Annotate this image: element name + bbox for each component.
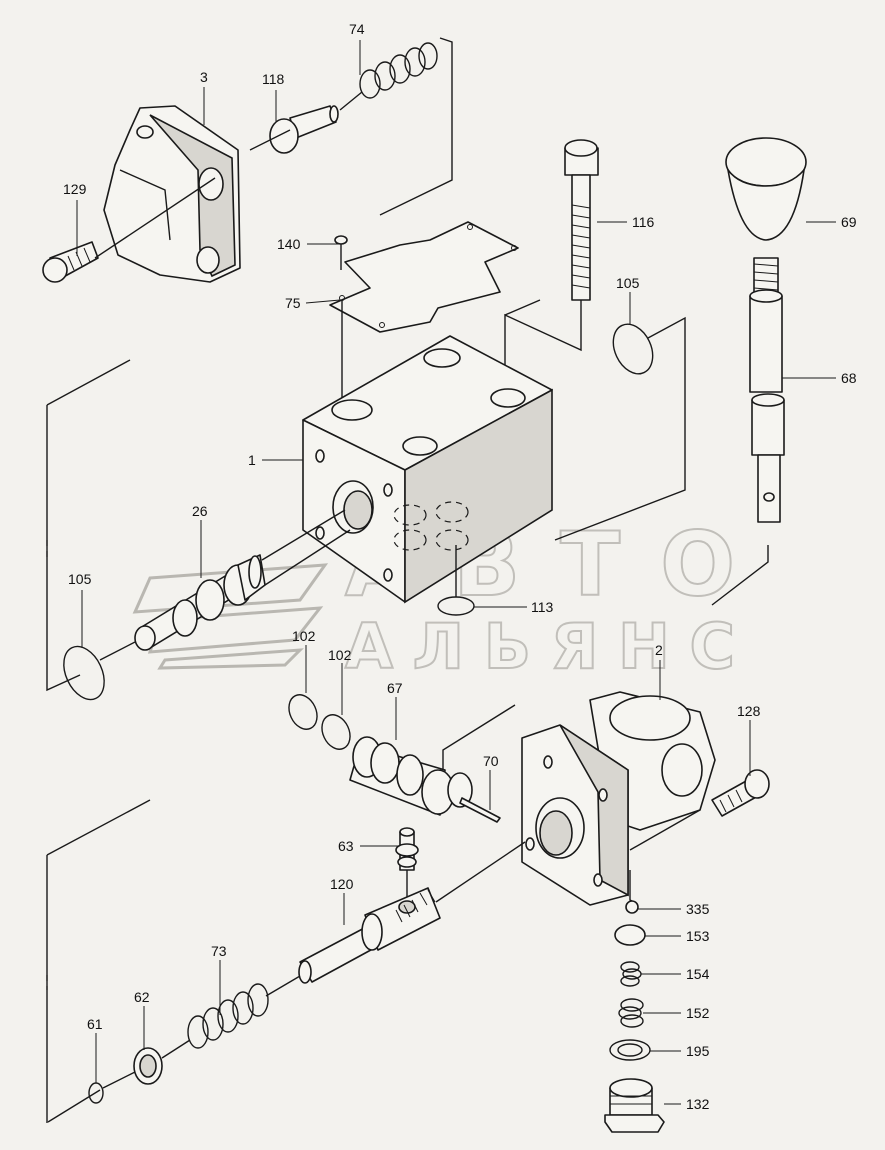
o-ring-105-lower <box>63 645 105 701</box>
rod-68 <box>711 257 785 606</box>
watermark-line2: АЛЬЯНС <box>345 610 735 683</box>
frame-lower-top <box>46 799 151 856</box>
callout-26: 26 <box>192 503 208 519</box>
axis-line-26 <box>99 641 136 661</box>
callout-132: 132 <box>686 1096 710 1112</box>
callout-69: 69 <box>841 214 857 230</box>
callout-335: 335 <box>686 901 710 917</box>
cover-plate <box>103 105 241 283</box>
callout-152: 152 <box>686 1005 710 1021</box>
housing-2 <box>521 691 716 906</box>
spring-154 <box>620 961 642 987</box>
callout-102-a: 102 <box>292 628 316 644</box>
callout-116: 116 <box>632 214 655 230</box>
callout-113: 113 <box>531 599 554 615</box>
spool-67 <box>349 704 516 816</box>
o-ring-105-upper <box>612 323 654 375</box>
callout-140: 140 <box>277 236 301 252</box>
bolt-129 <box>42 241 99 283</box>
frame-left <box>46 405 81 692</box>
callout-1: 1 <box>248 452 256 468</box>
gasket-75 <box>329 221 519 333</box>
callout-105-upper: 105 <box>616 275 640 291</box>
spring-74 <box>359 42 438 99</box>
callout-2: 2 <box>655 642 663 658</box>
callout-120: 120 <box>330 876 354 892</box>
axis-line-129 <box>94 177 216 259</box>
bolt-128 <box>629 769 770 851</box>
shaft-120 <box>298 841 526 984</box>
callout-68: 68 <box>841 370 857 386</box>
callout-153: 153 <box>686 928 710 944</box>
pin-118 <box>269 105 339 154</box>
callout-74: 74 <box>349 21 365 37</box>
callout-118: 118 <box>262 71 285 87</box>
callout-62: 62 <box>134 989 150 1005</box>
pin-70 <box>459 797 501 823</box>
leader-lines <box>76 40 836 1105</box>
spring-152 <box>618 998 644 1028</box>
callout-105-lower: 105 <box>68 571 92 587</box>
callout-61: 61 <box>87 1016 103 1032</box>
callout-195: 195 <box>686 1043 710 1059</box>
spool-26 <box>134 509 351 651</box>
callout-63: 63 <box>338 838 354 854</box>
plunger-63 <box>395 827 419 900</box>
frame-105 <box>504 299 686 541</box>
callout-67: 67 <box>387 680 403 696</box>
callout-labels: 74 3 118 129 140 75 116 69 105 68 1 26 1… <box>63 21 857 1112</box>
axis-line-61 <box>47 1071 136 1123</box>
callout-129: 129 <box>63 181 87 197</box>
ball-335 <box>625 900 639 914</box>
frame-left-top <box>46 359 131 406</box>
plug-132 <box>604 1078 665 1133</box>
washer-195-inner <box>617 1043 643 1057</box>
spring-73 <box>187 975 301 1049</box>
callout-75: 75 <box>285 295 301 311</box>
valve-body-1 <box>302 335 553 604</box>
seat-153 <box>614 924 646 946</box>
nut-62 <box>133 1039 191 1085</box>
washer-195 <box>609 1039 651 1061</box>
axis-line-118 <box>249 91 363 151</box>
bolt-116 <box>504 139 599 400</box>
o-ring-102-b <box>321 714 351 750</box>
leader-frame-74 <box>379 37 453 216</box>
callout-73: 73 <box>211 943 227 959</box>
o-ring-102-a <box>288 694 318 730</box>
callout-70: 70 <box>483 753 499 769</box>
axis-line-335 <box>629 870 637 904</box>
knob-69 <box>725 137 807 241</box>
callout-102-b: 102 <box>328 647 352 663</box>
callout-128: 128 <box>737 703 761 719</box>
callout-3: 3 <box>200 69 208 85</box>
callout-154: 154 <box>686 966 710 982</box>
